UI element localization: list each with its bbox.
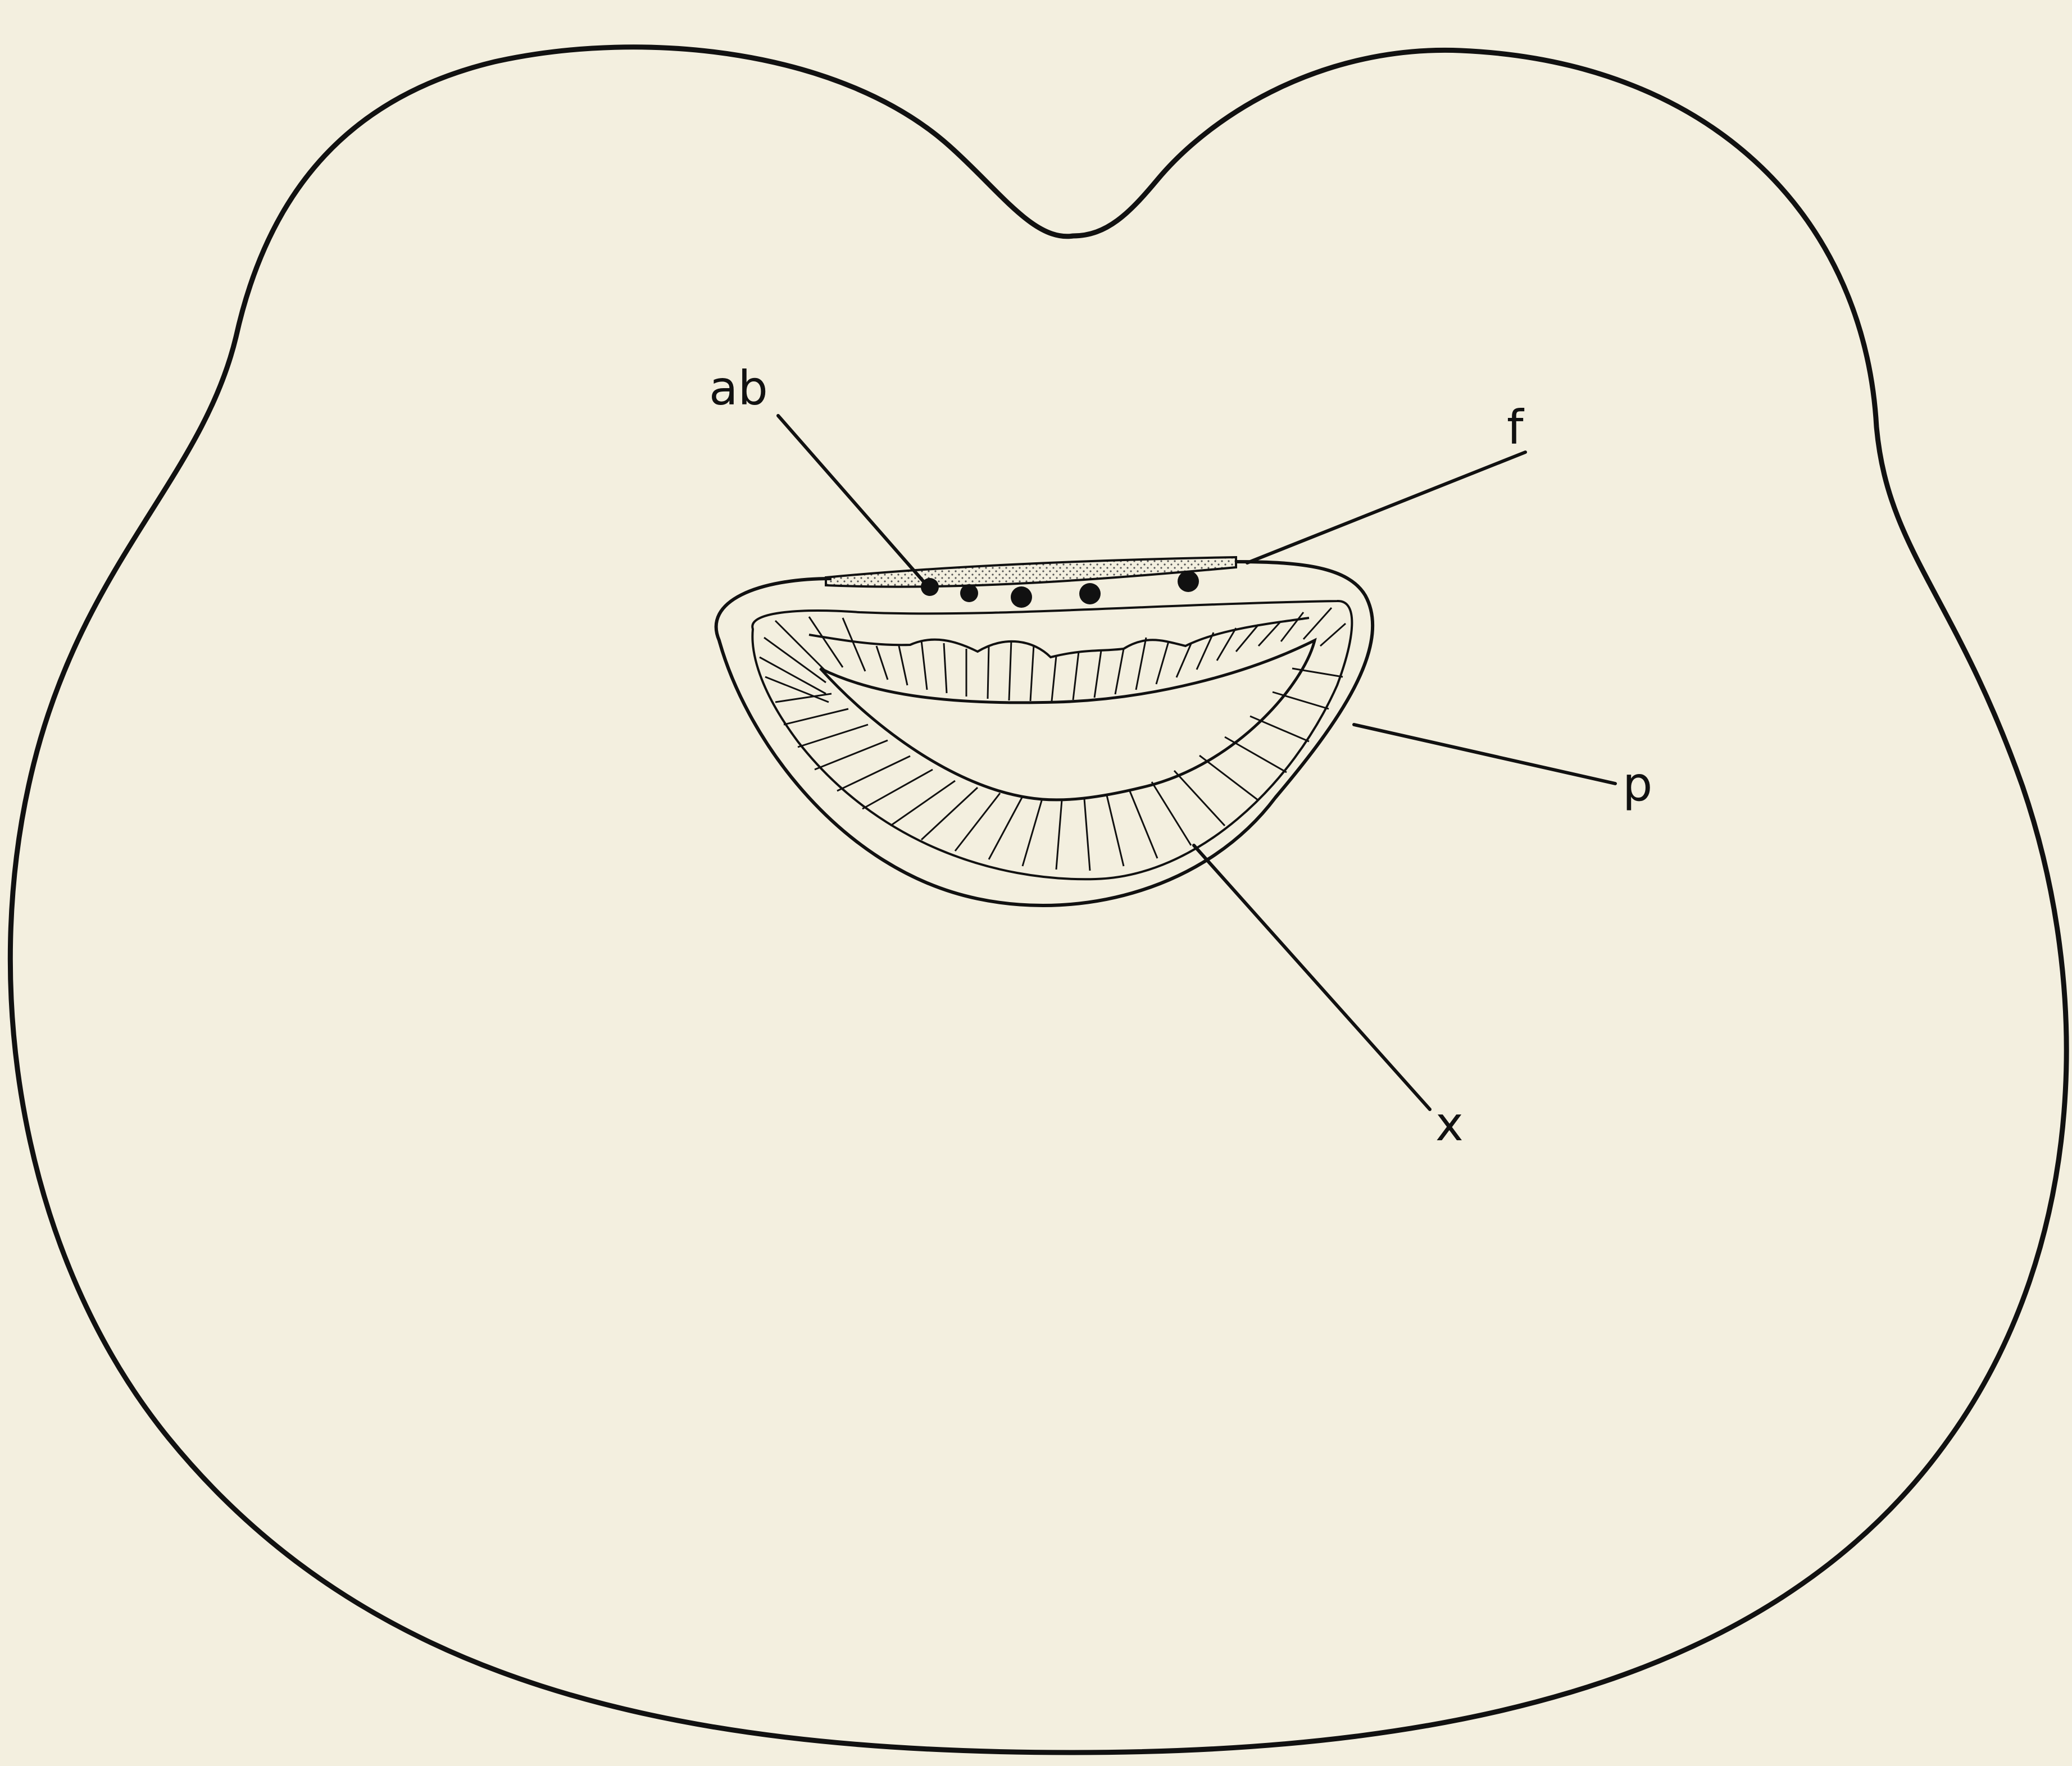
- central-cavity: [820, 640, 1315, 800]
- label-ab: ab: [709, 361, 768, 416]
- leader-line-f: [1247, 452, 1525, 563]
- dot-2: [960, 584, 978, 602]
- label-x: x: [1435, 1096, 1464, 1151]
- dot-3: [1011, 586, 1032, 608]
- wavy-upper-edge: [809, 618, 1309, 657]
- label-p: p: [1623, 757, 1652, 812]
- leader-line-ab: [778, 416, 926, 584]
- leader-line-x: [1194, 845, 1430, 1109]
- outer-egg-outline: [10, 47, 2066, 1753]
- leader-line-p: [1354, 725, 1615, 784]
- stippled-band: [826, 557, 1236, 587]
- blastopore-region: [716, 557, 1373, 905]
- dot-5: [1178, 571, 1199, 592]
- dot-4: [1079, 583, 1101, 604]
- label-f: f: [1507, 400, 1525, 455]
